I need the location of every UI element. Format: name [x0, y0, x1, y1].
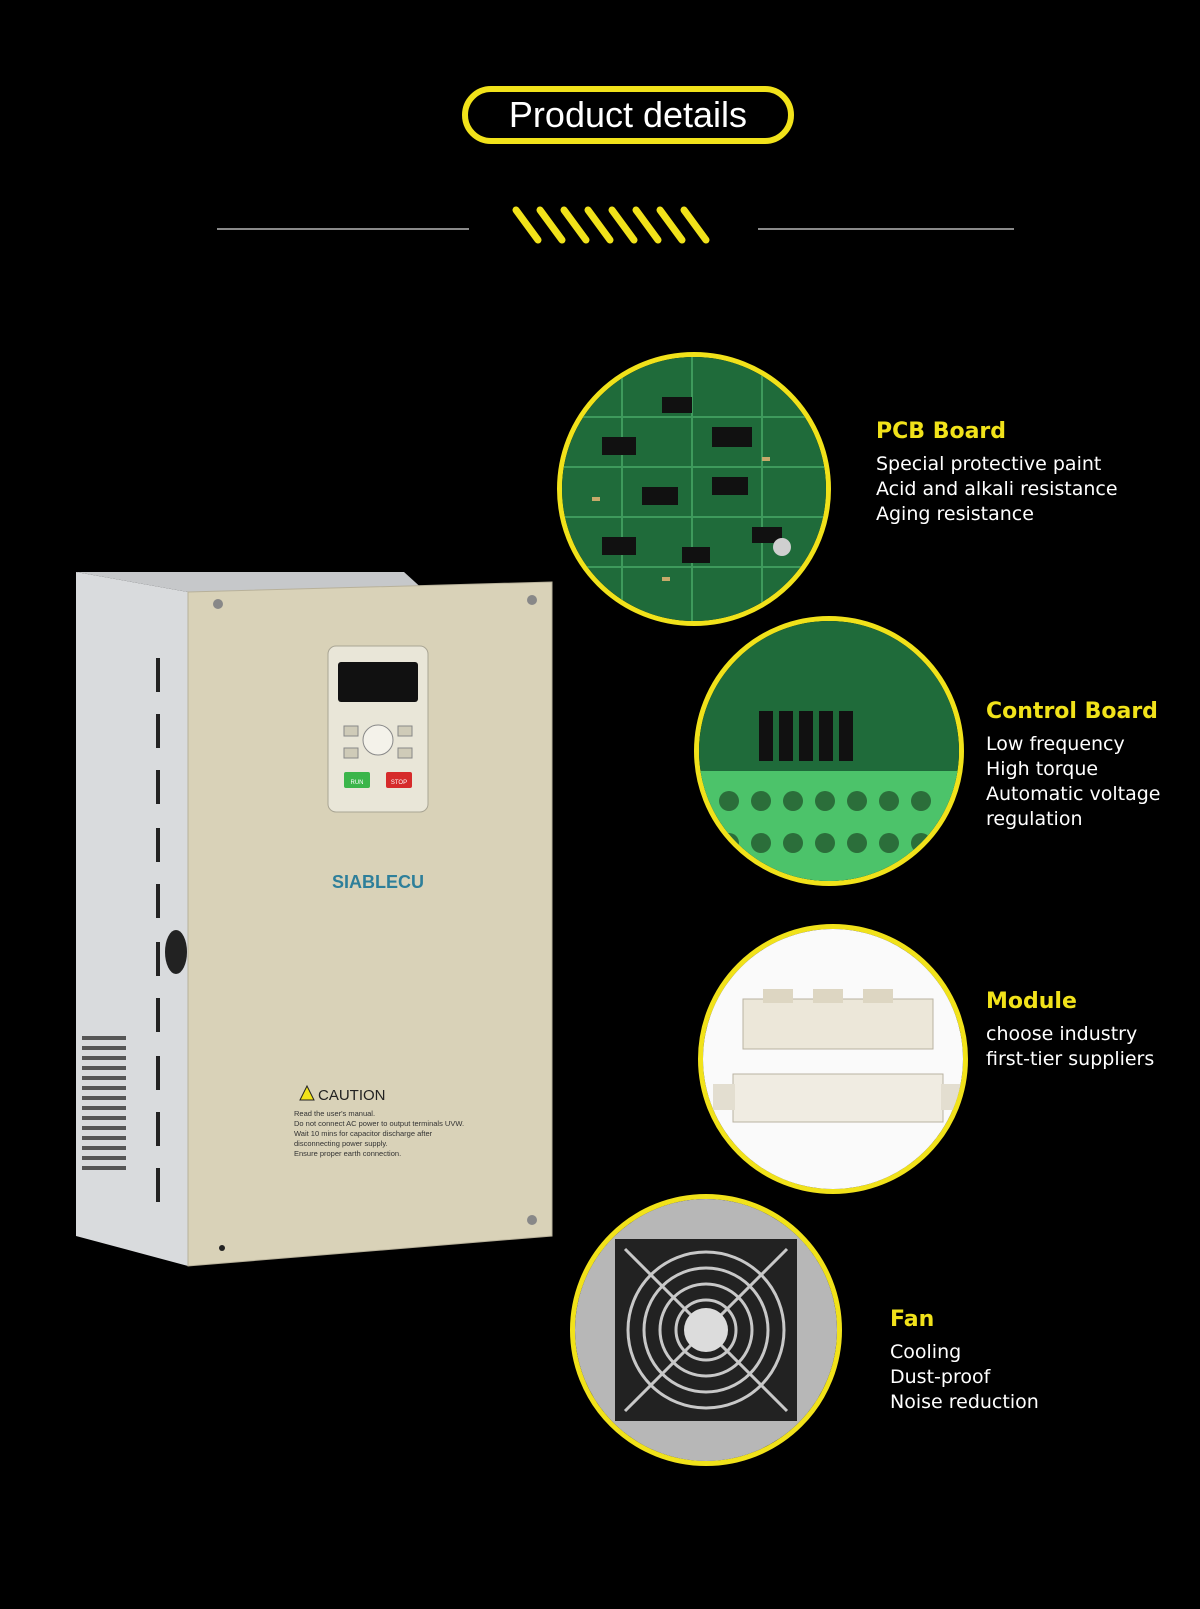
caution-line: disconnecting power supply. [294, 1139, 388, 1148]
feature-title: Module [986, 989, 1077, 1014]
feature-title: PCB Board [876, 419, 1007, 444]
feature-module: Module choose industry first-tier suppli… [986, 988, 1154, 1072]
feature-fan: Fan Cooling Dust-proof Noise reduction [890, 1306, 1039, 1415]
feature-title: Fan [890, 1307, 935, 1332]
run-key-label: RUN [351, 780, 364, 786]
divider-right [758, 228, 1014, 230]
section-title: Product details [508, 94, 748, 135]
feature-line: Low frequency [986, 733, 1125, 755]
feature-title: Control Board [986, 699, 1158, 724]
fan-image [570, 1194, 842, 1466]
feature-control-board: Control Board Low frequency High torque … [986, 698, 1160, 832]
feature-line: Automatic voltage [986, 783, 1161, 805]
feature-line: Special protective paint [876, 453, 1102, 475]
warning-icon [299, 1084, 315, 1101]
feature-line: Aging resistance [876, 503, 1034, 525]
module-image [698, 924, 968, 1194]
section-title-badge: Product details [462, 86, 794, 144]
feature-line: choose industry [986, 1023, 1138, 1045]
yellow-stripes-decoration [512, 206, 710, 244]
stop-key [386, 772, 412, 788]
feature-line: Acid and alkali resistance [876, 478, 1118, 500]
feature-line: Noise reduction [890, 1391, 1039, 1413]
caution-title: CAUTION [318, 1087, 386, 1104]
divider-left [217, 228, 469, 230]
feature-line: High torque [986, 758, 1099, 780]
feature-line: first-tier suppliers [986, 1048, 1155, 1070]
control-board-image [694, 616, 964, 886]
caution-line: Read the user's manual. [294, 1109, 375, 1118]
caution-line: Wait 10 mins for capacitor discharge aft… [294, 1129, 433, 1138]
pcb-board-image [557, 352, 831, 626]
caution-line: Ensure proper earth connection. [294, 1149, 401, 1158]
feature-line: Dust-proof [890, 1366, 991, 1388]
run-key [344, 772, 370, 788]
feature-line: regulation [986, 808, 1083, 830]
feature-line: Cooling [890, 1341, 962, 1363]
brand-logo: SIABLECU [332, 872, 424, 892]
inverter-product-image: RUN STOP SIABLECU CAUTION Read the user'… [76, 572, 553, 1267]
stop-key-label: STOP [391, 780, 407, 786]
caution-line: Do not connect AC power to output termin… [294, 1119, 464, 1128]
feature-pcb-board: PCB Board Special protective paint Acid … [876, 418, 1118, 527]
